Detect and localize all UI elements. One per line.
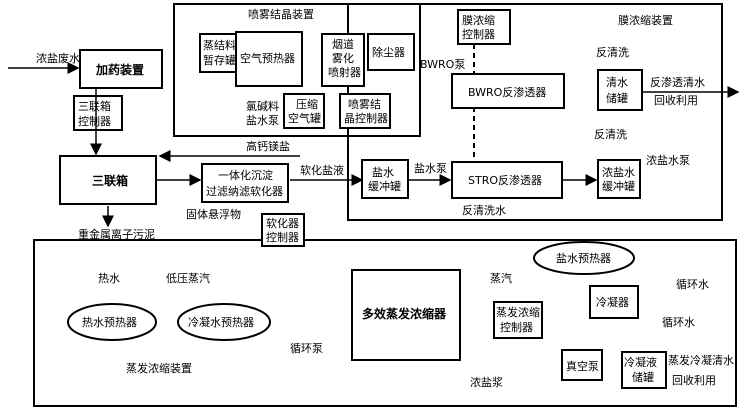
svg-text:反清洗水: 反清洗水: [462, 204, 506, 217]
cond-water-preheater: [177, 303, 271, 341]
dosing-unit: [79, 49, 163, 89]
svg-text:一体化沉淀: 一体化沉淀: [218, 168, 273, 182]
brine-preheater: [533, 241, 635, 275]
spray-group-title: 喷雾结晶装置: [248, 8, 314, 21]
svg-text:控制器: 控制器: [78, 114, 111, 128]
svg-text:循环水: 循环水: [676, 278, 709, 291]
svg-text:盐水: 盐水: [372, 166, 394, 179]
heavy-metal-label: 重金属离子污泥: [78, 227, 155, 241]
svg-text:喷射器: 喷射器: [328, 65, 361, 79]
evap-group-frame: [33, 239, 737, 407]
svg-text:热水: 热水: [98, 272, 120, 285]
salt-wastewater-label: 浓盐废水: [36, 51, 80, 65]
svg-text:浓盐浆: 浓盐浆: [470, 375, 503, 389]
triple-box-controller: [73, 95, 123, 131]
svg-text:控制器: 控制器: [500, 320, 533, 334]
svg-text:烟道: 烟道: [332, 37, 354, 51]
evap-group-title: 蒸发浓缩装置: [126, 361, 192, 375]
svg-text:热水预热器: 热水预热器: [82, 316, 137, 329]
svg-text:低压蒸汽: 低压蒸汽: [166, 271, 210, 285]
svg-text:回收利用: 回收利用: [654, 93, 698, 107]
svg-text:压缩: 压缩: [296, 98, 318, 111]
svg-text:反清洗: 反清洗: [596, 46, 629, 59]
softener-controller: [261, 213, 305, 247]
svg-text:蒸发冷凝清水: 蒸发冷凝清水: [668, 353, 734, 367]
crystal-tank: [199, 33, 241, 73]
high-ca-label: 高钙镁盐: [246, 139, 290, 153]
dosing-label: 加药装置: [95, 62, 144, 77]
svg-text:缓冲罐: 缓冲罐: [602, 179, 635, 193]
stro-unit: [451, 161, 563, 199]
integrated-filter: [201, 163, 289, 203]
svg-text:蒸结料: 蒸结料: [203, 38, 236, 52]
svg-text:过滤纳滤软化器: 过滤纳滤软化器: [206, 184, 283, 198]
condenser: [589, 285, 639, 319]
svg-text:除尘器: 除尘器: [372, 45, 405, 59]
svg-text:喷雾结: 喷雾结: [348, 98, 381, 111]
svg-text:盐水泵: 盐水泵: [414, 162, 447, 175]
membrane-group-title: 膜浓缩装置: [618, 14, 673, 27]
svg-text:反渗透清水: 反渗透清水: [650, 75, 705, 89]
multi-effect-evaporator: [351, 269, 461, 361]
svg-text:储罐: 储罐: [632, 370, 654, 384]
svg-text:盐水预热器: 盐水预热器: [556, 252, 611, 265]
smoke-injector: [321, 33, 365, 87]
solid-suspended-label: 固体悬浮物: [186, 207, 241, 221]
svg-text:BWRO反渗透器: BWRO反渗透器: [468, 85, 546, 99]
spray-group-frame: [173, 3, 421, 137]
svg-text:盐水泵: 盐水泵: [246, 114, 279, 127]
svg-text:氯碱料: 氯碱料: [246, 99, 279, 113]
softened-brine-label: 软化盐液: [300, 163, 344, 177]
membrane-controller: [457, 9, 511, 45]
compressed-air-tank: [283, 93, 325, 129]
hot-water-preheater: [67, 303, 157, 341]
svg-text:三联箱: 三联箱: [78, 99, 111, 113]
svg-text:反清洗: 反清洗: [594, 128, 627, 141]
clean-water-tank: [597, 69, 643, 111]
svg-text:缓冲罐: 缓冲罐: [368, 179, 401, 193]
cond-tank: [621, 351, 667, 389]
svg-text:软化器: 软化器: [266, 216, 299, 230]
svg-text:清水: 清水: [606, 76, 628, 89]
air-preheater: [235, 31, 303, 87]
svg-text:暂存罐: 暂存罐: [203, 53, 236, 67]
svg-text:回收利用: 回收利用: [672, 373, 716, 387]
dust-collector: [367, 33, 415, 71]
svg-text:浓盐水: 浓盐水: [602, 166, 635, 179]
svg-text:冷凝液: 冷凝液: [624, 355, 657, 369]
svg-text:空气预热器: 空气预热器: [240, 51, 295, 65]
svg-text:BWRO泵: BWRO泵: [420, 58, 465, 71]
svg-text:晶控制器: 晶控制器: [344, 111, 388, 125]
brine-buffer: [361, 159, 409, 199]
svg-text:三联箱: 三联箱: [92, 173, 128, 188]
bwro-unit: [451, 73, 565, 109]
svg-text:控制器: 控制器: [266, 230, 299, 244]
svg-text:冷凝水预热器: 冷凝水预热器: [188, 315, 254, 329]
svg-text:循环水: 循环水: [662, 316, 695, 329]
evap-controller: [493, 301, 543, 339]
svg-text:循环泵: 循环泵: [290, 342, 323, 355]
svg-text:控制器: 控制器: [462, 27, 495, 41]
svg-text:STRO反渗透器: STRO反渗透器: [468, 173, 542, 187]
svg-text:空气罐: 空气罐: [288, 111, 321, 125]
svg-text:膜浓缩: 膜浓缩: [462, 14, 495, 27]
triple-box: [59, 155, 157, 205]
svg-text:蒸发浓缩: 蒸发浓缩: [496, 305, 540, 319]
svg-text:真空泵: 真空泵: [566, 359, 599, 373]
svg-text:蒸汽: 蒸汽: [490, 271, 512, 285]
svg-text:雾化: 雾化: [332, 51, 354, 65]
conc-brine-buffer: [597, 159, 641, 199]
svg-text:冷凝器: 冷凝器: [596, 295, 629, 309]
vacuum-pump: [561, 349, 603, 381]
svg-text:储罐: 储罐: [606, 91, 628, 105]
spray-controller: [339, 93, 391, 129]
svg-text:浓盐水泵: 浓盐水泵: [646, 154, 690, 167]
svg-text:多效蒸发浓缩器: 多效蒸发浓缩器: [362, 306, 447, 321]
